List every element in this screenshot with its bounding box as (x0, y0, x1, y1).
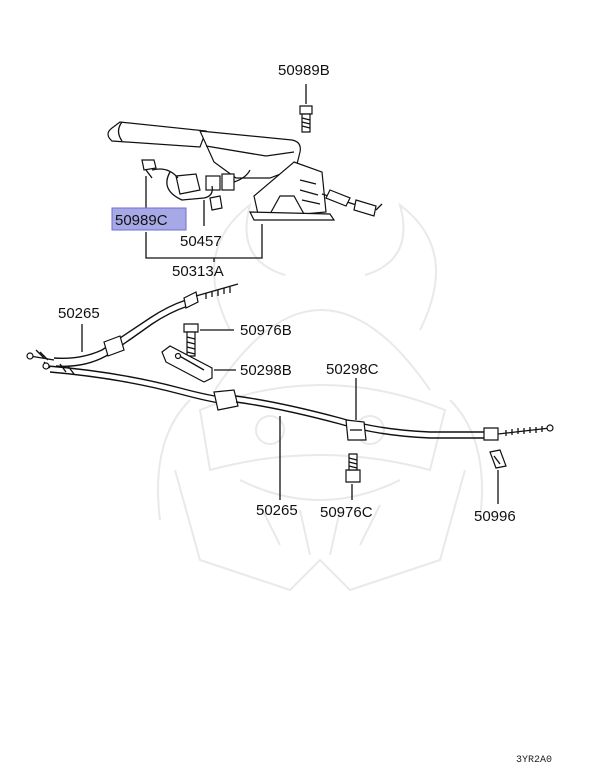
watermark-crest (157, 202, 483, 592)
bolt-50976b-icon (183, 323, 199, 357)
bolt-50989b-icon (299, 105, 313, 133)
bolt-50976c-icon (345, 453, 361, 483)
callout-50298c[interactable]: 50298C (326, 361, 379, 378)
callout-50457[interactable]: 50457 (180, 233, 222, 250)
grommet-50996-icon (489, 449, 507, 469)
callout-50313a[interactable]: 50313A (172, 263, 224, 280)
callout-50989b[interactable]: 50989B (278, 62, 330, 79)
screw-50989c-icon (141, 159, 157, 179)
leader-50313a (145, 224, 263, 262)
callout-50298b[interactable]: 50298B (240, 362, 292, 379)
rear-cable-50265 (42, 361, 554, 441)
callout-50976b[interactable]: 50976B (240, 322, 292, 339)
callout-50265-bottom[interactable]: 50265 (256, 502, 298, 519)
figure-code: 3YR2A0 (516, 755, 552, 766)
parking-brake-lever (107, 121, 383, 221)
front-cable-50265 (26, 283, 239, 367)
callout-50265-top[interactable]: 50265 (58, 305, 100, 322)
callout-50996[interactable]: 50996 (474, 508, 516, 525)
clamp-50298c-icon (345, 419, 367, 441)
callout-50989c[interactable]: 50989C (115, 212, 168, 229)
bracket-50298b-icon (161, 345, 213, 383)
callout-50976c[interactable]: 50976C (320, 504, 373, 521)
highlight-box-50989c (111, 207, 187, 231)
